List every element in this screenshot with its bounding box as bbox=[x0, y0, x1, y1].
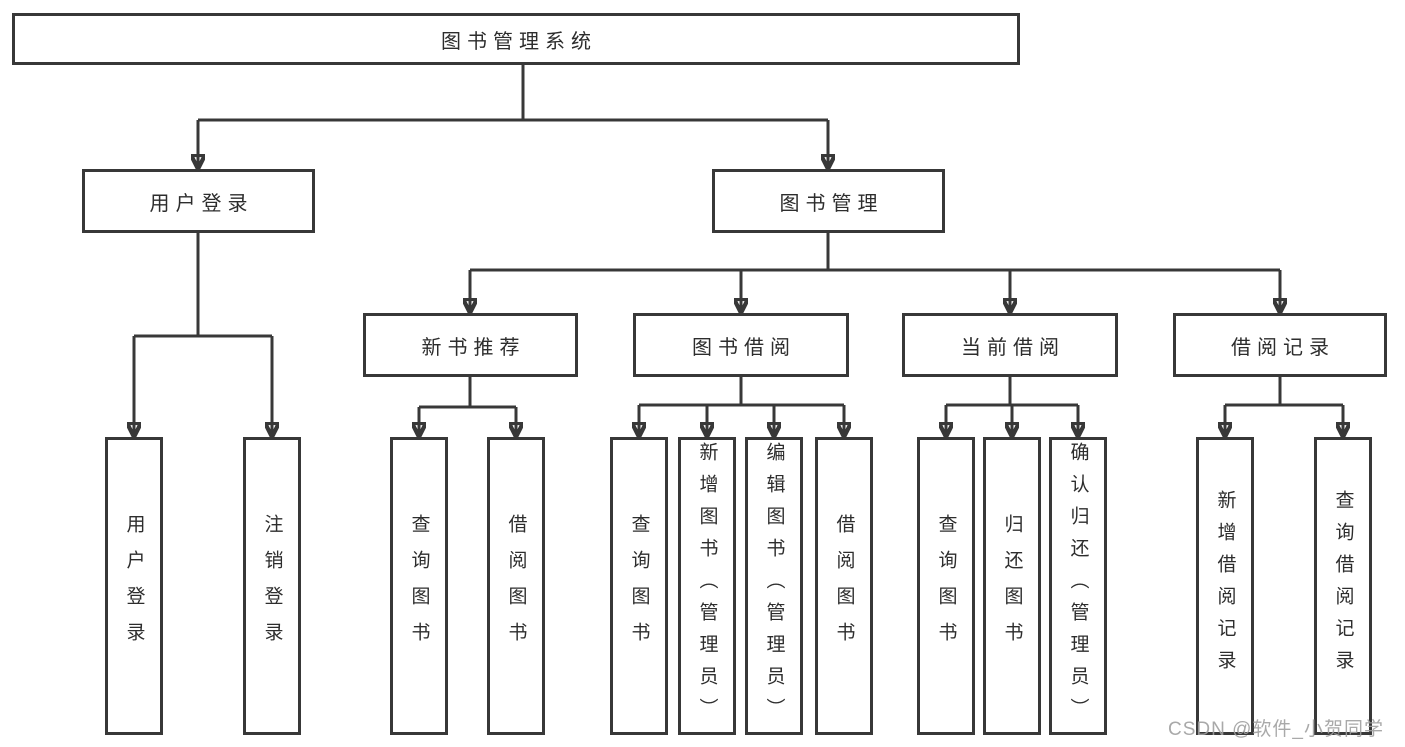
leaf-borrow-book: 借阅图书 bbox=[815, 437, 873, 735]
connector-borrow-to-leaves bbox=[639, 377, 844, 437]
leaf-borrow-query-book-label: 查询图书 bbox=[628, 514, 650, 658]
node-book-management-label: 图书管理 bbox=[779, 192, 884, 215]
leaf-newbook-borrow-book: 借阅图书 bbox=[487, 437, 545, 735]
leaf-user-login-label: 用户登录 bbox=[123, 514, 145, 658]
leaf-borrow-query-book: 查询图书 bbox=[610, 437, 668, 735]
leaf-add-borrow-record-label: 新增借阅记录 bbox=[1214, 490, 1236, 682]
leaf-add-book-admin: 新增图书（管理员） bbox=[678, 437, 736, 735]
node-book-borrow: 图书借阅 bbox=[633, 313, 849, 377]
leaf-newbook-query-book: 查询图书 bbox=[390, 437, 448, 735]
node-borrow-records-label: 借阅记录 bbox=[1231, 336, 1335, 359]
leaf-user-login: 用户登录 bbox=[105, 437, 163, 735]
leaf-edit-book-admin-label: 编辑图书（管理员） bbox=[763, 442, 785, 730]
leaf-add-book-admin-label: 新增图书（管理员） bbox=[696, 442, 718, 730]
leaf-current-query-book: 查询图书 bbox=[917, 437, 975, 735]
leaf-newbook-query-book-label: 查询图书 bbox=[408, 514, 430, 658]
connector-login-to-leaves bbox=[134, 233, 272, 437]
leaf-return-book-label: 归还图书 bbox=[1001, 514, 1023, 658]
csdn-watermark: CSDN @软件_小贺同学 bbox=[1168, 719, 1384, 740]
node-book-management: 图书管理 bbox=[712, 169, 945, 233]
leaf-borrow-book-label: 借阅图书 bbox=[833, 514, 855, 658]
leaf-confirm-return-admin-label: 确认归还（管理员） bbox=[1067, 442, 1089, 730]
connector-current-to-leaves bbox=[946, 377, 1078, 437]
connector-records-to-leaves bbox=[1225, 377, 1343, 437]
node-root: 图书管理系统 bbox=[12, 13, 1020, 65]
node-current-borrow: 当前借阅 bbox=[902, 313, 1118, 377]
node-user-login-label: 用户登录 bbox=[149, 192, 254, 215]
node-book-borrow-label: 图书借阅 bbox=[692, 336, 796, 359]
leaf-logout-label: 注销登录 bbox=[261, 514, 283, 658]
leaf-current-query-book-label: 查询图书 bbox=[935, 514, 957, 658]
leaf-confirm-return-admin: 确认归还（管理员） bbox=[1049, 437, 1107, 735]
node-root-label: 图书管理系统 bbox=[441, 30, 597, 53]
leaf-add-borrow-record: 新增借阅记录 bbox=[1196, 437, 1254, 735]
leaf-query-borrow-record: 查询借阅记录 bbox=[1314, 437, 1372, 735]
leaf-return-book: 归还图书 bbox=[983, 437, 1041, 735]
node-new-book-recommend: 新书推荐 bbox=[363, 313, 578, 377]
leaf-newbook-borrow-book-label: 借阅图书 bbox=[505, 514, 527, 658]
leaf-edit-book-admin: 编辑图书（管理员） bbox=[745, 437, 803, 735]
node-borrow-records: 借阅记录 bbox=[1173, 313, 1387, 377]
node-new-book-recommend-label: 新书推荐 bbox=[421, 336, 526, 359]
leaf-logout: 注销登录 bbox=[243, 437, 301, 735]
leaf-query-borrow-record-label: 查询借阅记录 bbox=[1332, 490, 1354, 682]
connector-root-to-level2 bbox=[198, 64, 828, 169]
node-current-borrow-label: 当前借阅 bbox=[961, 336, 1065, 359]
node-user-login: 用户登录 bbox=[82, 169, 315, 233]
connector-newbook-to-leaves bbox=[419, 377, 516, 437]
connector-mgmt-to-level3 bbox=[470, 233, 1280, 313]
